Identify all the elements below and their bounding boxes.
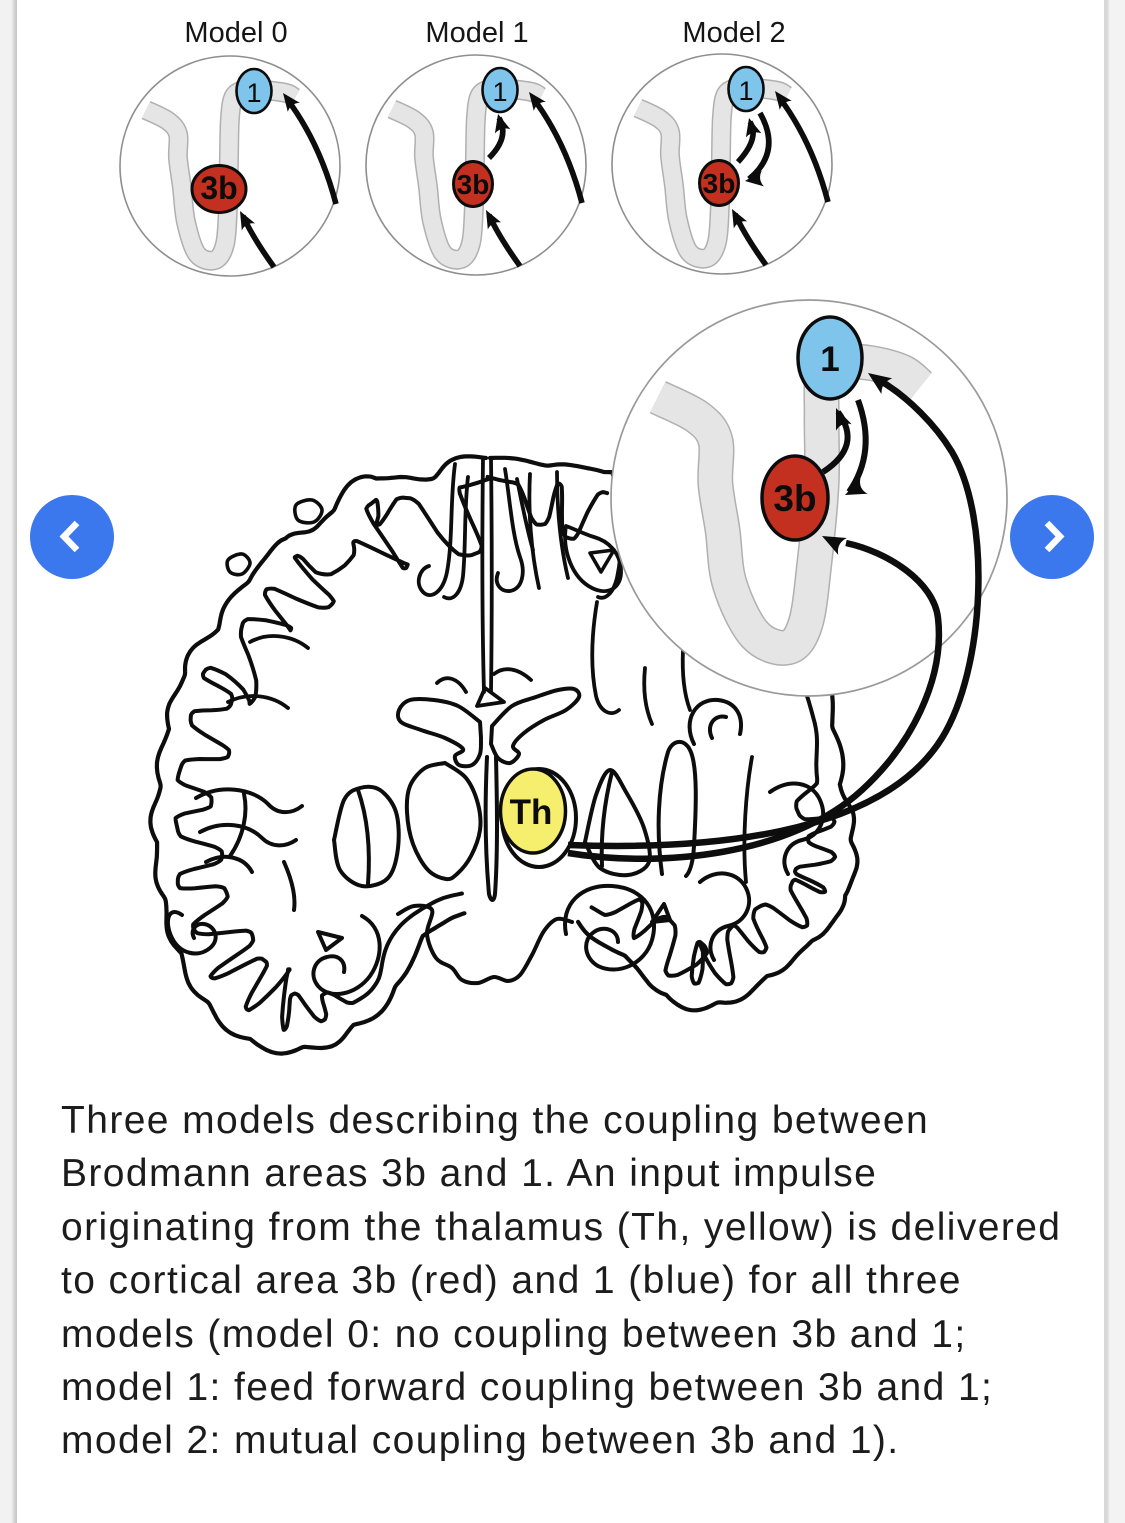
svg-text:3b: 3b	[200, 170, 237, 206]
svg-text:Model 0: Model 0	[184, 17, 287, 49]
svg-text:3b: 3b	[457, 169, 490, 200]
svg-text:Th: Th	[510, 793, 553, 832]
svg-text:1: 1	[738, 76, 753, 106]
svg-text:Model 2: Model 2	[682, 17, 785, 49]
svg-text:3b: 3b	[773, 478, 816, 519]
svg-text:1: 1	[492, 77, 507, 107]
svg-text:Model 1: Model 1	[425, 17, 528, 49]
svg-text:1: 1	[246, 78, 261, 108]
svg-text:1: 1	[820, 340, 839, 379]
svg-text:3b: 3b	[703, 168, 736, 199]
